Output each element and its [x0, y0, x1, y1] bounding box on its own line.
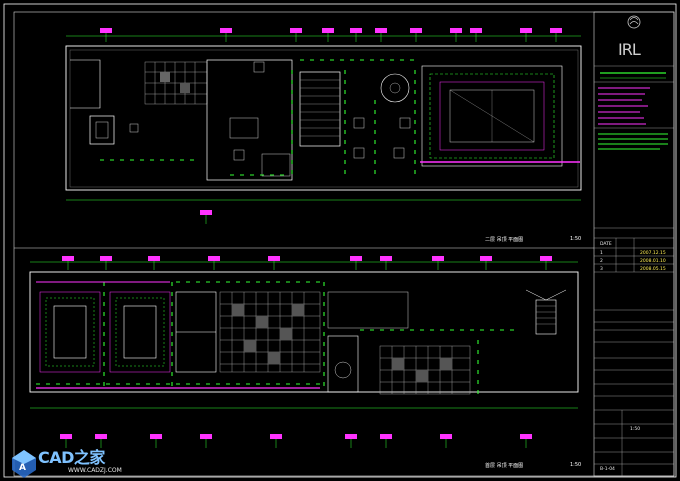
revision-no-2: 2	[600, 259, 603, 264]
upper-plan-scale: 1:50	[570, 236, 582, 242]
watermark-brand: CAD之家	[38, 448, 105, 467]
svg-text:A: A	[19, 463, 26, 473]
dimension-tag	[480, 256, 492, 261]
dimension-tag	[345, 434, 357, 439]
upper-ceiling-plan	[65, 35, 582, 201]
dimension-tag	[540, 256, 552, 261]
dimension-tag	[200, 434, 212, 439]
lower-plan-title: 首层 吊顶 平面图	[485, 463, 524, 469]
cad-watermark-logo-icon: A	[12, 450, 36, 478]
dimension-tag	[410, 28, 422, 33]
dimension-tag	[450, 28, 462, 33]
dimension-tag	[380, 256, 392, 261]
revision-date-3: 2008.05.15	[640, 267, 666, 272]
revision-no-3: 3	[600, 267, 603, 272]
dimension-tag	[520, 28, 532, 33]
dimension-tag	[350, 28, 362, 33]
revision-no-1: 1	[600, 251, 603, 256]
dimension-tag	[100, 256, 112, 261]
dimension-tag	[290, 28, 302, 33]
revision-date-2: 2008.01.10	[640, 259, 666, 264]
dimension-tag	[520, 434, 532, 439]
dimension-tag	[470, 28, 482, 33]
dimension-tag	[208, 256, 220, 261]
upper-plan-title: 二层 吊顶 平面图	[485, 237, 524, 243]
company-logo-text: IRL	[618, 40, 641, 59]
dimension-tag	[150, 434, 162, 439]
titleblock-row-label-1: DATE	[600, 242, 612, 247]
dimension-tag	[440, 434, 452, 439]
titleblock-scale: 1:50	[630, 427, 641, 432]
sheet-inner-border	[13, 11, 675, 477]
lower-plan-scale: 1:50	[570, 462, 582, 468]
titleblock-sheet-no: B-1-04	[600, 467, 615, 472]
dimension-tag	[268, 256, 280, 261]
dimension-tag	[350, 256, 362, 261]
titleblock-frame	[593, 11, 675, 477]
dimension-tag	[270, 434, 282, 439]
dimension-tag	[380, 434, 392, 439]
dimension-tag	[100, 28, 112, 33]
revision-date-1: 2007.12.15	[640, 251, 666, 256]
sheet-outer-border	[3, 3, 677, 478]
dimension-tag	[375, 28, 387, 33]
dimension-tag	[550, 28, 562, 33]
dimension-tag	[95, 434, 107, 439]
dimension-tag	[60, 434, 72, 439]
dimension-tag	[148, 256, 160, 261]
watermark-url: WWW.CADZJ.COM	[68, 467, 122, 474]
dimension-tag	[322, 28, 334, 33]
dimension-tag	[220, 28, 232, 33]
dimension-tag	[200, 210, 212, 215]
lower-ceiling-plan	[29, 261, 579, 409]
dimension-tag	[432, 256, 444, 261]
company-logo	[627, 15, 641, 29]
dimension-tag	[62, 256, 74, 261]
